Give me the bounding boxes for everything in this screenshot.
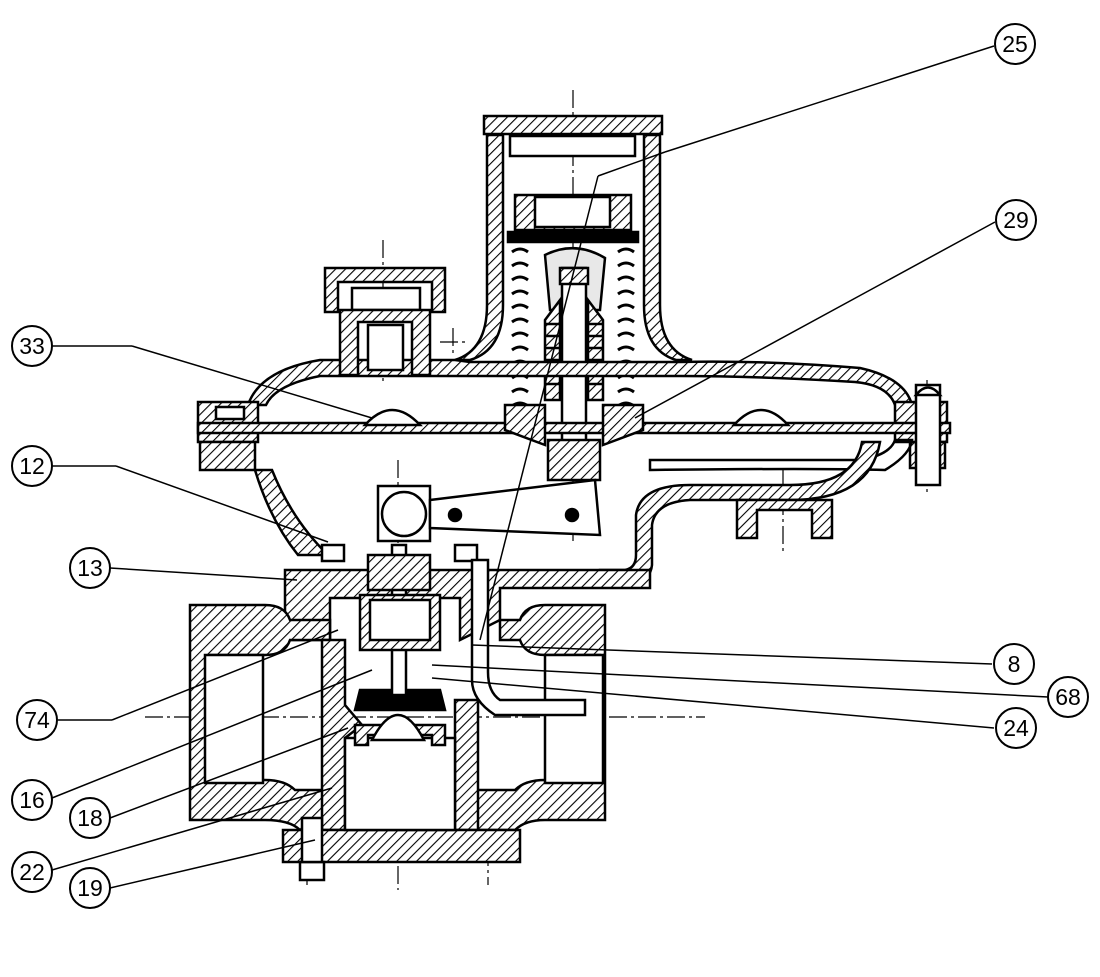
svg-text:12: 12 xyxy=(19,453,45,479)
callout-8: 8 xyxy=(993,643,1035,685)
svg-text:8: 8 xyxy=(1008,651,1021,677)
svg-text:18: 18 xyxy=(77,805,103,831)
svg-text:22: 22 xyxy=(19,859,45,885)
svg-text:29: 29 xyxy=(1003,207,1029,233)
valve-body xyxy=(188,543,652,882)
callout-19: 19 xyxy=(69,867,111,909)
callout-33: 33 xyxy=(11,325,53,367)
svg-text:68: 68 xyxy=(1055,684,1081,710)
callout-25: 25 xyxy=(994,23,1036,65)
callout-16: 16 xyxy=(11,779,53,821)
svg-text:25: 25 xyxy=(1002,31,1028,57)
svg-text:24: 24 xyxy=(1003,715,1029,741)
svg-text:19: 19 xyxy=(77,875,103,901)
svg-text:13: 13 xyxy=(77,555,103,581)
svg-text:74: 74 xyxy=(24,707,50,733)
lever-mechanism xyxy=(376,478,602,543)
callout-13: 13 xyxy=(69,547,111,589)
spring-bonnet xyxy=(454,114,693,362)
callout-29: 29 xyxy=(995,199,1037,241)
callout-18: 18 xyxy=(69,797,111,839)
vent-cap xyxy=(323,266,447,377)
callout-24: 24 xyxy=(995,707,1037,749)
callout-74: 74 xyxy=(16,699,58,741)
callout-22: 22 xyxy=(11,851,53,893)
callout-12: 12 xyxy=(11,445,53,487)
svg-text:33: 33 xyxy=(19,333,45,359)
leader-lines xyxy=(51,45,1049,889)
svg-text:16: 16 xyxy=(19,787,45,813)
callout-68: 68 xyxy=(1047,676,1089,718)
